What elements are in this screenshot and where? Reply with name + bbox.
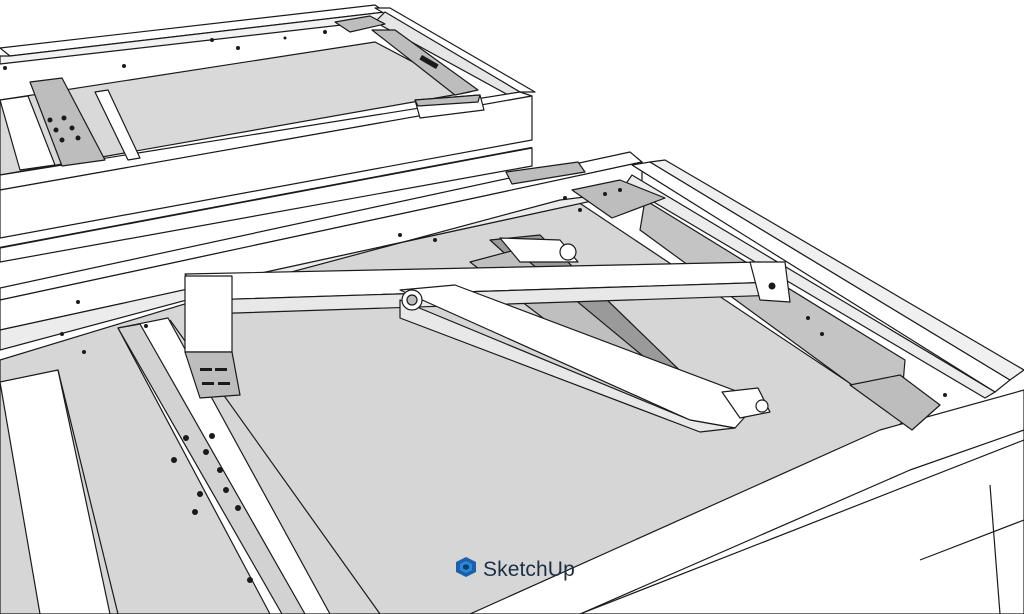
front-frame-section bbox=[0, 151, 1024, 614]
brand-name: SketchUp bbox=[483, 557, 575, 581]
sketchup-watermark: SketchUp bbox=[455, 556, 575, 583]
lift-arm-mechanism bbox=[184, 234, 791, 433]
back-frame-section bbox=[0, 4, 536, 263]
sketchup-logo-icon bbox=[455, 556, 477, 583]
